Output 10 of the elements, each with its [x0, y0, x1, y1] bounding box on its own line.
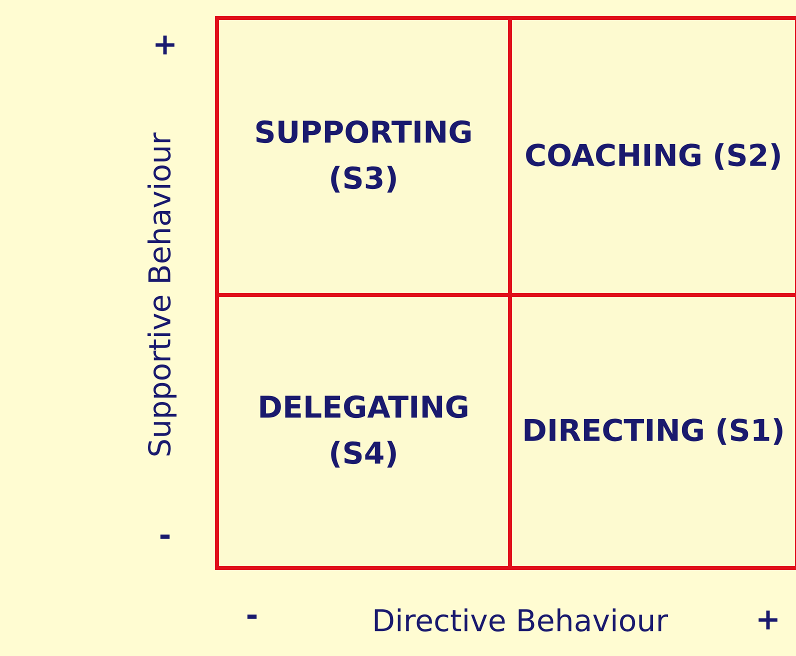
- axis-label: Directive Behaviour: [374, 608, 668, 632]
- axis-label: Supportive Behaviour: [148, 132, 177, 456]
- quadrant-cell: DELEGATING (S4): [215, 293, 512, 570]
- plus-sign: +: [758, 610, 778, 630]
- quadrant-cell: DIRECTING (S1): [508, 293, 796, 570]
- plus-sign: +: [156, 36, 174, 54]
- minus-sign: -: [247, 614, 257, 619]
- quadrant-cell: COACHING (S2): [508, 16, 796, 297]
- minus-sign: -: [160, 534, 170, 539]
- quadrant-cell: SUPPORTING (S3): [215, 16, 512, 297]
